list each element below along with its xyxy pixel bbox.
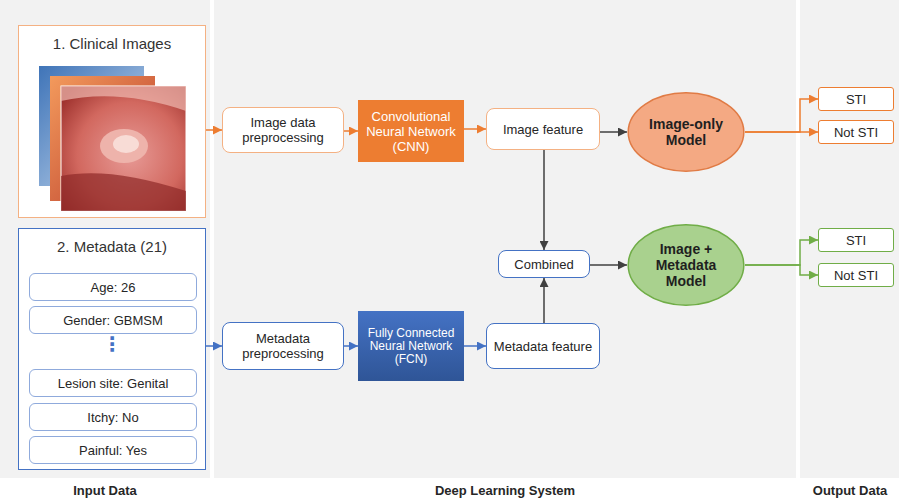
model-ellipse: Image + Metadata Model bbox=[627, 224, 745, 306]
model-ellipse: Image-only Model bbox=[627, 92, 745, 172]
connector-arrow bbox=[543, 278, 545, 323]
metadata-field: Itchy: No bbox=[29, 403, 197, 431]
node-text: 2. Metadata (21) bbox=[54, 238, 170, 256]
connector-arrow bbox=[464, 128, 486, 130]
connector-arrow bbox=[344, 130, 358, 132]
metadata-field: Lesion site: Genital bbox=[29, 369, 197, 397]
node-text: Not STI bbox=[831, 268, 881, 283]
node-text: STI bbox=[843, 92, 869, 107]
ellipse-shape bbox=[628, 225, 744, 305]
input-panel bbox=[0, 0, 210, 478]
connector-arrow bbox=[745, 131, 818, 133]
node-text: Image + Metadata Model bbox=[642, 241, 730, 289]
node-text: Combined bbox=[511, 257, 576, 272]
combine-box: Combined bbox=[498, 250, 590, 278]
lesion-center bbox=[113, 135, 139, 153]
feature-box: Image feature bbox=[486, 108, 600, 150]
node-text: Fully Connected Neural Network (FCN) bbox=[358, 327, 464, 366]
node-text: Age: 26 bbox=[88, 280, 139, 295]
node-text: Painful: Yes bbox=[76, 443, 150, 458]
section-label: Output Data bbox=[813, 483, 887, 498]
tissue-highlight bbox=[61, 86, 186, 111]
node-text: 1. Clinical Images bbox=[50, 35, 174, 53]
lesion-shadow bbox=[61, 173, 186, 211]
connector-arrow bbox=[745, 265, 818, 275]
connector-arrow bbox=[344, 345, 358, 347]
feature-box: Metadata feature bbox=[486, 323, 600, 369]
clinical-image-stack bbox=[19, 26, 205, 217]
connector-arrow bbox=[745, 99, 818, 132]
connector-arrow bbox=[600, 131, 627, 133]
node-text: Image-only Model bbox=[642, 116, 730, 148]
ellipse-shape bbox=[628, 93, 744, 171]
node-text: Lesion site: Genital bbox=[55, 376, 172, 391]
fcn-box: Fully Connected Neural Network (FCN) bbox=[358, 311, 464, 381]
connector-arrow bbox=[206, 129, 222, 131]
section-label: Deep Learning System bbox=[435, 483, 575, 498]
node-text: Gender: GBMSM bbox=[60, 313, 166, 328]
connector-arrow bbox=[590, 264, 627, 266]
lesion bbox=[100, 129, 148, 163]
node-text: Image feature bbox=[500, 122, 586, 137]
node-text: Metadata preprocessing bbox=[223, 331, 343, 361]
node-text: Image data preprocessing bbox=[223, 115, 343, 145]
connector-arrow bbox=[206, 345, 222, 347]
ellipsis-mark: ⋮ bbox=[102, 333, 122, 355]
image-front bbox=[61, 86, 186, 211]
output-box: Not STI bbox=[818, 120, 894, 144]
metadata-field: Gender: GBMSM bbox=[29, 306, 197, 334]
output-box: Not STI bbox=[818, 263, 894, 287]
node-text: Not STI bbox=[831, 125, 881, 140]
connector-arrow bbox=[745, 240, 818, 265]
node-text: Itchy: No bbox=[84, 410, 141, 425]
metadata-field: Age: 26 bbox=[29, 273, 197, 301]
connector-arrow bbox=[543, 150, 545, 250]
connector-arrow bbox=[464, 345, 486, 347]
output-box: STI bbox=[818, 228, 894, 252]
cnn-box: Convolutional Neural Network (CNN) bbox=[358, 100, 464, 162]
system-panel bbox=[214, 0, 796, 478]
metadata-field: Painful: Yes bbox=[29, 436, 197, 464]
node-text: STI bbox=[843, 233, 869, 248]
output-panel bbox=[800, 0, 899, 478]
process-box: Metadata preprocessing bbox=[222, 322, 344, 370]
node-text: Metadata feature bbox=[491, 339, 595, 354]
process-box: Image data preprocessing bbox=[222, 107, 344, 153]
image-input-panel: 1. Clinical Images bbox=[18, 25, 206, 218]
node-text: Convolutional Neural Network (CNN) bbox=[358, 109, 464, 154]
output-box: STI bbox=[818, 87, 894, 111]
section-label: Input Data bbox=[73, 483, 137, 498]
